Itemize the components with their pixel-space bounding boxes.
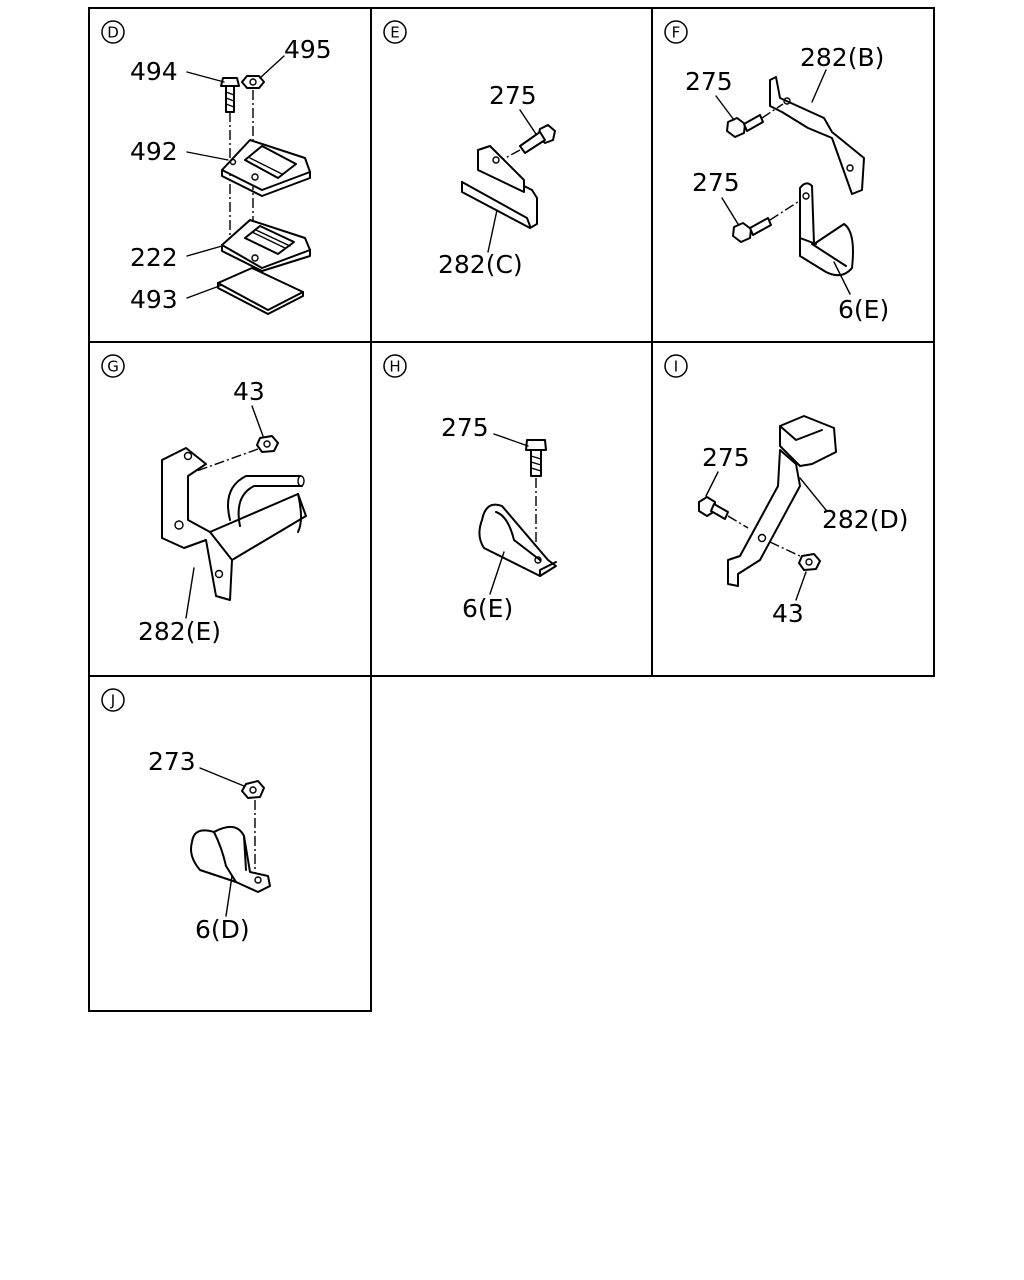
callout-282d: 282(D): [822, 505, 908, 534]
panel-g: G 43 282(E): [101, 354, 307, 646]
bracket-282d: [727, 415, 837, 587]
bolt-275: [519, 124, 556, 154]
callout-43: 43: [233, 377, 265, 406]
panel-f-letter: F: [672, 24, 681, 42]
clip-6e: [799, 182, 854, 277]
bracket-282c: [461, 145, 538, 229]
nut-273: [241, 780, 265, 799]
panel-h-badge: [383, 354, 407, 378]
callout-275-lower: 275: [692, 168, 740, 197]
plate-222: [221, 219, 311, 272]
panel-g-badge: [101, 354, 125, 378]
bracket-282e: [161, 447, 307, 601]
bolt-494: [220, 77, 240, 113]
bracket-282b: [769, 76, 865, 195]
callout-275-upper: 275: [685, 67, 733, 96]
panel-j-badge: [101, 688, 125, 712]
callout-493: 493: [130, 285, 178, 314]
callout-273: 273: [148, 747, 196, 776]
callout-43: 43: [772, 599, 804, 628]
callout-282e: 282(E): [138, 617, 221, 646]
callout-282b: 282(B): [800, 43, 884, 72]
panel-d-badge: [101, 20, 125, 44]
clip-6e: [478, 503, 557, 577]
bolt-275: [525, 439, 547, 477]
callout-6d: 6(D): [195, 915, 250, 944]
callout-222: 222: [130, 243, 178, 272]
nut-43: [798, 553, 821, 571]
pad-493: [217, 267, 304, 315]
bolt-275: [698, 496, 729, 520]
callout-6e: 6(E): [462, 594, 513, 623]
panel-i: I 275 282(D) 43: [664, 354, 908, 628]
callout-495: 495: [284, 35, 332, 64]
panel-h-letter: H: [389, 358, 400, 376]
panel-e-badge: [383, 20, 407, 44]
nut-43: [256, 435, 279, 453]
callout-275: 275: [702, 443, 750, 472]
clip-6d: [190, 825, 271, 893]
panel-h: H 275 6(E): [383, 354, 557, 623]
panel-f-badge: [664, 20, 688, 44]
callout-494: 494: [130, 57, 178, 86]
panel-i-badge: [664, 354, 688, 378]
callout-282c: 282(C): [438, 250, 523, 279]
plate-492: [221, 139, 311, 197]
callout-275: 275: [441, 413, 489, 442]
panel-d: D: [101, 20, 332, 315]
callout-6e: 6(E): [838, 295, 889, 324]
panel-j: J 273 6(D): [101, 688, 271, 944]
panel-f: F 282(B) 275 275 6(E): [664, 20, 889, 324]
panel-grid: [88, 7, 935, 1012]
panel-j-letter: J: [110, 692, 115, 710]
nut-495: [241, 75, 265, 89]
bolt-275-lower: [732, 217, 772, 243]
panel-g-letter: G: [107, 358, 119, 376]
callout-275: 275: [489, 81, 537, 110]
panel-d-letter: D: [107, 24, 119, 42]
panel-e-letter: E: [390, 24, 399, 42]
panel-i-letter: I: [674, 358, 678, 376]
bolt-275-upper: [726, 114, 764, 138]
callout-492: 492: [130, 137, 178, 166]
panel-e: E 275 282(C): [383, 20, 556, 279]
